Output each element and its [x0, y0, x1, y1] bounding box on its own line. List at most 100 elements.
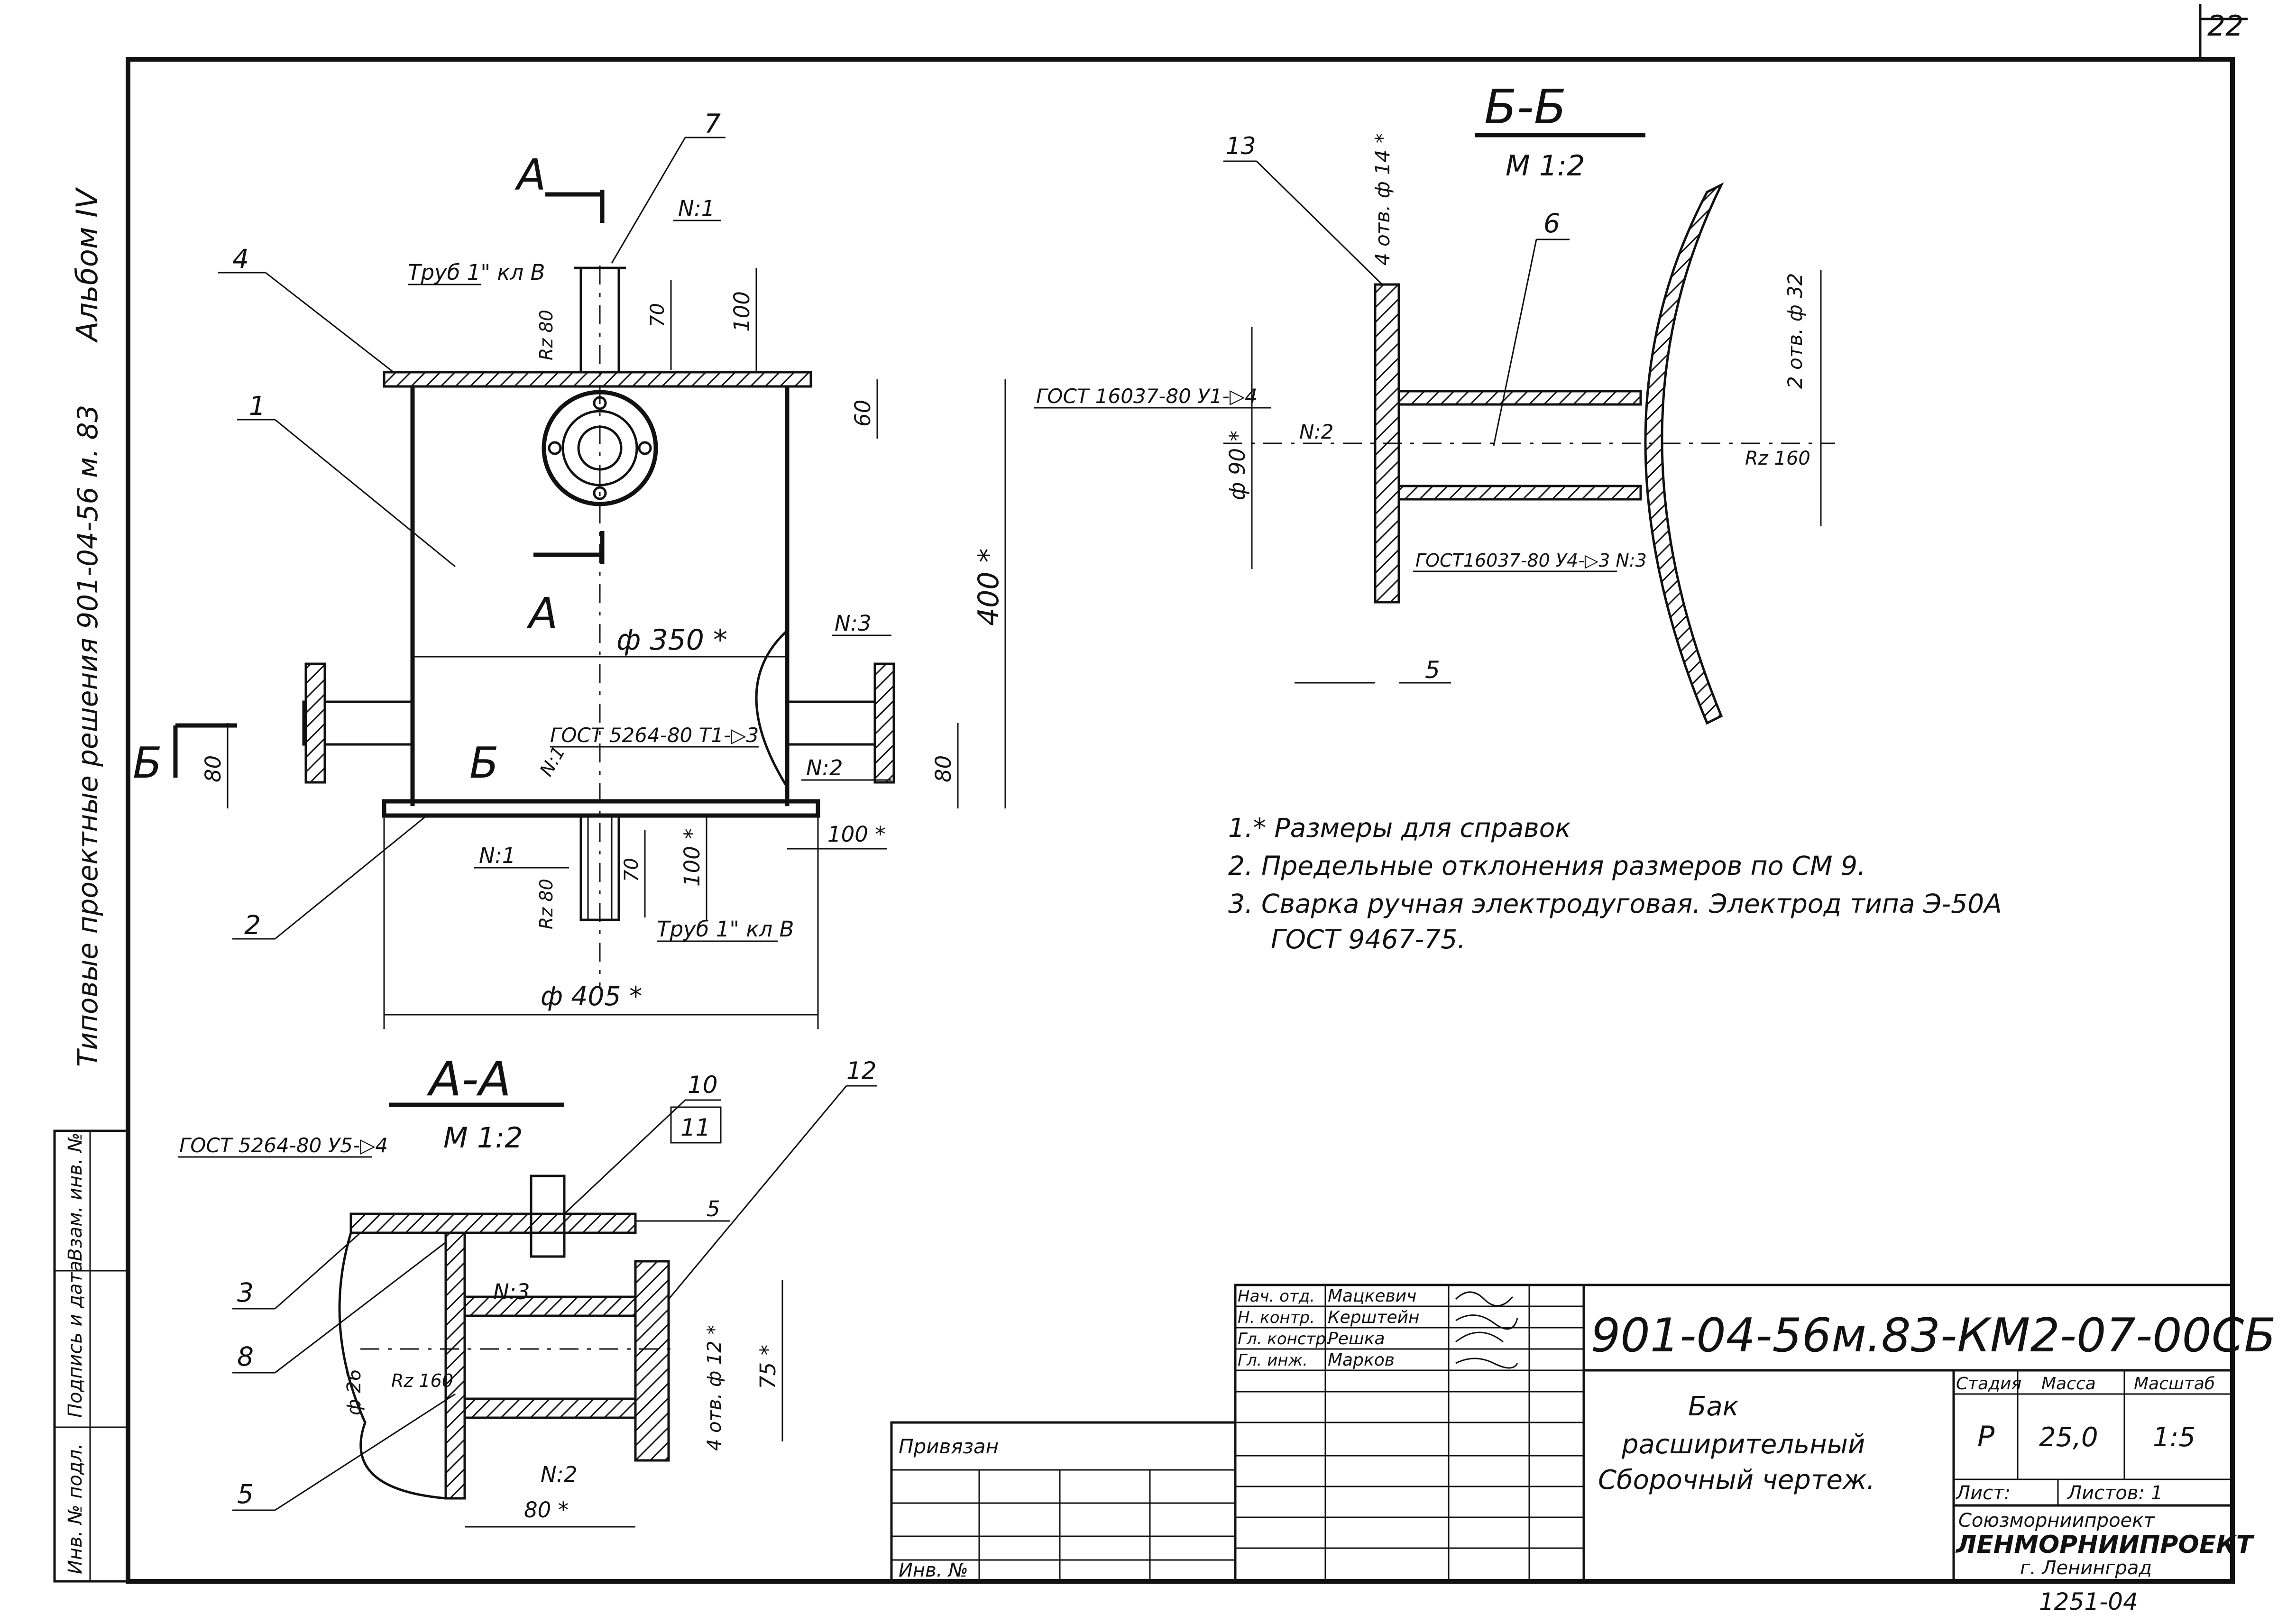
section-aa: А-А М 1:2 N:3 N:2 ГОСТ 5264-80 У5-▷4 Rz …	[178, 1051, 877, 1528]
tank-lid	[383, 371, 812, 388]
main-callouts: 7 4 1 2	[218, 109, 726, 940]
dim-w5-bb: 5	[1425, 656, 1440, 684]
org-line-1: Союзморниипроект	[1958, 1510, 2155, 1532]
main-view: А А Б Б ф 350 * ф 405 * 400 * 100 70 60 …	[133, 150, 1006, 1029]
callout-2: 2	[244, 910, 261, 940]
callout-8: 8	[237, 1341, 254, 1372]
note-1: 1.* Размеры для справок	[1228, 813, 1571, 843]
dim-h80-left: 80	[201, 755, 226, 782]
gost-5264-u5: ГОСТ 5264-80 У5-▷4	[179, 1134, 388, 1157]
dim-d26: ф 26	[343, 1369, 365, 1415]
callout-11: 11	[680, 1114, 711, 1141]
signature-marks	[1455, 1291, 1518, 1369]
holes-14: 4 отв. ф 14 *	[1371, 133, 1394, 266]
sheet-label: Лист:	[1955, 1482, 2011, 1504]
left-stamp: Взам. инв. № Подпись и дата Инв. № подл.	[53, 1129, 129, 1583]
weld-n1-side: N:1	[536, 743, 569, 780]
cut-mark-a: А	[514, 150, 546, 200]
dim-w100: 100 *	[827, 822, 886, 847]
dim-h400: 400 *	[972, 548, 1005, 626]
col-mass: Масса	[2041, 1374, 2096, 1394]
callout-7: 6	[1543, 208, 1560, 239]
weld-n1-top: N:1	[678, 196, 715, 221]
dim-h70-bot: 70	[621, 858, 643, 882]
dim-h75: 75 *	[755, 1345, 781, 1389]
weld-n1-bottom: N:1	[479, 843, 515, 868]
callout-12: 12	[846, 1057, 877, 1084]
dim-h100-bot: 100 *	[680, 828, 705, 887]
pipe-top-label: Труб 1" кл В	[408, 260, 545, 285]
holes-32: 2 отв. ф 32	[1783, 273, 1807, 389]
cut-mark-b-right: Б	[469, 738, 499, 788]
note-3b: ГОСТ 9467-75.	[1271, 924, 1466, 954]
sheet-number: 22	[2207, 9, 2243, 43]
title-line-3: Сборочный чертеж.	[1598, 1465, 1875, 1496]
album-label: Альбом IV	[70, 186, 104, 343]
role-1: Н. контр.	[1238, 1308, 1315, 1327]
rz80-bottom: Rz 80	[536, 879, 557, 929]
col-scale: Масштаб	[2134, 1374, 2215, 1394]
callout-13: 13	[1226, 132, 1256, 160]
dim-d405: ф 405 *	[541, 981, 642, 1011]
role-2: Гл. констр.	[1238, 1330, 1331, 1349]
callout-6: 7	[704, 109, 721, 139]
col-stage: Стадия	[1956, 1374, 2021, 1394]
cut-mark-b-left: Б	[133, 738, 162, 788]
callout-5-aa: 5	[237, 1479, 254, 1509]
mass-value: 25,0	[2039, 1422, 2098, 1453]
document-code: 901-04-56м.83-КМ2-07-00СБ	[1591, 1309, 2276, 1363]
section-aa-n3: N:3	[493, 1279, 530, 1304]
sheets-label: Листов: 1	[2066, 1482, 2163, 1504]
dim-d90: ф 90 *	[1225, 431, 1250, 500]
role-0: Нач. отд.	[1238, 1287, 1315, 1306]
dim-h80-right: 80	[931, 755, 956, 782]
holes-12: 4 отв. ф 12 *	[704, 1325, 726, 1451]
stage-value: Р	[1977, 1420, 1995, 1453]
section-bb-n2: N:2	[1299, 420, 1333, 443]
stamp-sign-label: Подпись и дата	[64, 1261, 86, 1418]
stamp-inv-label: Инв. № подл.	[64, 1443, 86, 1574]
org-line-2: ЛЕНМОРНИИПРОЕКТ	[1955, 1531, 2255, 1559]
project-label: Типовые проектные решения 901-04-56 м. 8…	[72, 405, 104, 1067]
scale-value: 1:5	[2153, 1422, 2195, 1453]
section-bb-scale: М 1:2	[1506, 149, 1585, 183]
note-2: 2. Предельные отклонения размеров по СМ …	[1228, 851, 1866, 881]
bottom-stamp: 1251-04	[2039, 1588, 2138, 1615]
gost-5264-t1: ГОСТ 5264-80 Т1-▷3	[550, 724, 759, 747]
notes-block: 1.* Размеры для справок 2. Предельные от…	[1228, 813, 2002, 954]
stamp-replace-label: Взам. инв. №	[64, 1132, 86, 1261]
name-3: Марков	[1328, 1350, 1395, 1370]
dim-d350: ф 350 *	[616, 624, 727, 657]
rz160-bb: Rz 160	[1745, 448, 1810, 469]
callout-3: 3	[237, 1277, 254, 1308]
gost-16037-u4: ГОСТ16037-80 У4-▷3 N:3	[1415, 550, 1647, 571]
dim-h100-top: 100	[729, 291, 754, 332]
title-line-1: Бак	[1688, 1391, 1739, 1422]
front-flange	[542, 390, 658, 506]
note-3: 3. Сварка ручная электродуговая. Электро…	[1228, 889, 2002, 919]
attached-label: Привязан	[899, 1435, 999, 1458]
weld-n2: N:2	[806, 755, 843, 780]
dim-w80-aa: 80 *	[524, 1497, 569, 1523]
pipe-bottom-label: Труб 1" кл В	[657, 917, 794, 942]
callout-1: 1	[249, 391, 266, 421]
name-0: Мацкевич	[1328, 1286, 1416, 1306]
inv-no-label: Инв. №	[899, 1560, 968, 1581]
title-line-2: расширительный	[1621, 1429, 1865, 1460]
callout-4: 4	[232, 244, 249, 274]
name-1: Керштейн	[1328, 1308, 1420, 1327]
dim-h60: 60	[850, 400, 875, 427]
rz160-aa: Rz 160	[391, 1370, 453, 1391]
weld-n3: N:3	[835, 611, 871, 636]
section-aa-n2: N:2	[541, 1462, 577, 1487]
org-line-3: г. Ленинград	[2020, 1557, 2152, 1579]
title-block: Привязан Инв. № Нач. отд. Н. контр. Гл. …	[890, 1284, 2276, 1615]
callout-10: 10	[688, 1071, 718, 1099]
section-aa-scale: М 1:2	[443, 1121, 523, 1155]
dim-h70-top: 70	[647, 303, 669, 327]
section-aa-title: А-А	[426, 1051, 511, 1107]
dim-w5-aa: 5	[707, 1196, 720, 1221]
role-3: Гл. инж.	[1238, 1351, 1308, 1370]
section-bb: Б-Б М 1:2 ф 90 * 5 4 отв. ф 14 * 2 отв. …	[1034, 79, 1835, 725]
